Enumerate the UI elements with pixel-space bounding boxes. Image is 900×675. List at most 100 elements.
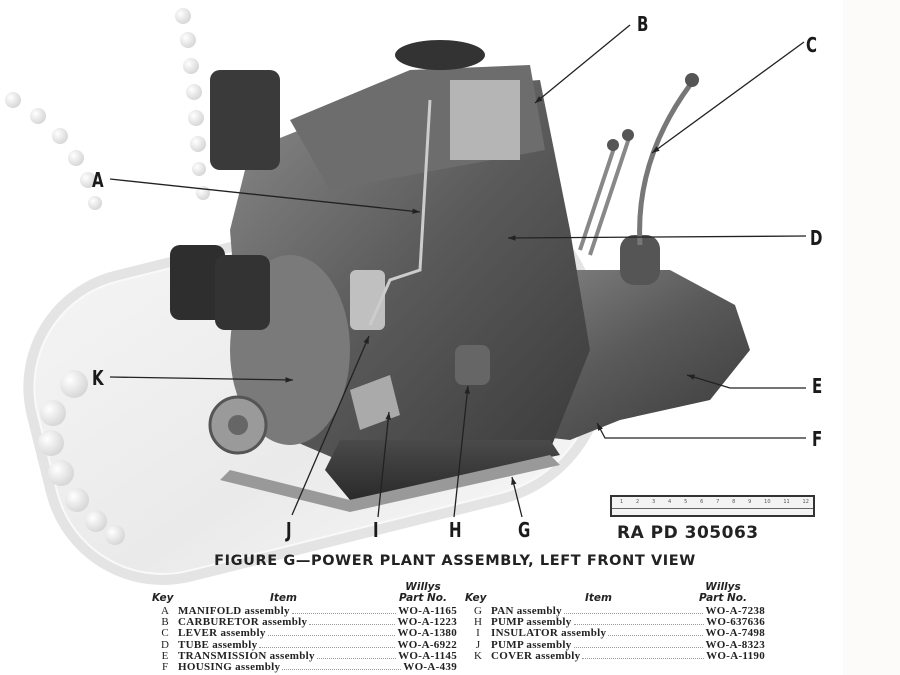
row-part-no: WO-A-1380 [397, 627, 457, 640]
table-row: K COVER assembly WO-A-1190 [465, 649, 765, 662]
header-item: Item [270, 592, 297, 604]
chain-bead [85, 510, 107, 532]
row-key: J [475, 638, 481, 651]
row-key: G [474, 605, 482, 617]
header-part-no: Willys Part No. [699, 582, 747, 604]
ruler-tick: 2 [636, 499, 640, 505]
header-part-line2: Part No. [699, 592, 747, 604]
engine-illustration [150, 20, 750, 520]
callout-g: G [518, 518, 531, 542]
leader-dots [291, 606, 397, 614]
row-key: B [161, 616, 169, 629]
ruler-tick: 7 [716, 499, 720, 505]
callout-c: C [806, 33, 818, 57]
callout-a: A [92, 168, 104, 192]
table-row: J PUMP assembly WO-A-8323 [465, 638, 765, 651]
chain-bead [52, 128, 68, 144]
parts-table-left: Key Item Willys Part No. A MANIFOLD assem… [152, 578, 457, 673]
chain-bead [190, 136, 206, 152]
ruler-tick: 1 [620, 499, 624, 505]
row-part-no: WO-A-1145 [398, 649, 457, 662]
chain-bead [180, 32, 196, 48]
leader-dots [316, 651, 397, 659]
callout-h: H [449, 518, 462, 542]
chain-bead [30, 108, 46, 124]
chain-bead [68, 150, 84, 166]
row-part-no: WO-A-7238 [705, 605, 765, 617]
parts-table-header: Key Item Willys Part No. [152, 578, 457, 606]
power-plant-drawing [170, 40, 750, 512]
row-part-no: WO-A-1165 [398, 605, 457, 617]
ruler-tick: 3 [652, 499, 656, 505]
table-row: E TRANSMISSION assembly WO-A-1145 [152, 649, 457, 662]
chain-bead [188, 110, 204, 126]
ruler-tick: 10 [764, 499, 771, 505]
chain-bead [105, 525, 125, 545]
row-item: CARBURETOR assembly [178, 616, 308, 629]
leader-dots [573, 640, 704, 648]
row-item: PAN assembly [491, 605, 562, 617]
row-key: E [161, 649, 169, 662]
row-item: HOUSING assembly [178, 660, 281, 673]
row-key: A [161, 605, 169, 617]
ruler-tick: 6 [700, 499, 704, 505]
row-item: COVER assembly [491, 649, 581, 662]
leader-dots [282, 662, 402, 670]
ruler-tick: 12 [802, 499, 809, 505]
row-key: C [161, 627, 169, 640]
header-item: Item [585, 592, 612, 604]
row-key: H [474, 616, 482, 629]
row-item: PUMP assembly [491, 616, 572, 629]
chain-bead [60, 370, 88, 398]
ruler-tick: 4 [668, 499, 672, 505]
header-part-line1: Willys [705, 581, 741, 593]
chain-bead [65, 488, 89, 512]
row-item: PUMP assembly [491, 638, 572, 651]
header-key: Key [152, 592, 174, 604]
header-key: Key [465, 592, 487, 604]
callout-b: B [637, 12, 649, 36]
leader-dots [573, 617, 705, 626]
table-row: G PAN assembly WO-A-7238 [465, 605, 765, 617]
ruler-tick: 8 [732, 499, 736, 505]
leader-dots [582, 651, 705, 659]
callout-d: D [810, 226, 823, 250]
leader-dots [608, 628, 704, 637]
row-part-no: WO-A-1190 [706, 649, 765, 662]
chain-bead [186, 84, 202, 100]
row-item: MANIFOLD assembly [178, 605, 290, 617]
row-item: TRANSMISSION assembly [178, 649, 315, 662]
row-item: TUBE assembly [178, 638, 258, 651]
ruler-tick: 5 [684, 499, 688, 505]
row-part-no: WO-A-439 [403, 660, 457, 673]
callout-j: J [286, 518, 292, 542]
leader-dots [259, 640, 396, 648]
chain-bead [175, 8, 191, 24]
leader-dots [267, 628, 396, 637]
row-key: K [474, 649, 482, 662]
chain-bead [192, 162, 206, 176]
leader-dots [309, 617, 396, 626]
callout-i: I [373, 518, 379, 542]
row-key: D [161, 638, 169, 651]
chain-bead [40, 400, 66, 426]
ruler-tick: 9 [748, 499, 752, 505]
leader-dots [563, 606, 704, 614]
chain-bead [183, 58, 199, 74]
header-part-line2: Part No. [399, 592, 447, 604]
row-item: INSULATOR assembly [491, 627, 607, 640]
row-key: I [476, 627, 480, 640]
row-part-no: WO-A-7498 [705, 627, 765, 640]
parts-table-header: Key Item Willys Part No. [465, 578, 765, 606]
chain-bead [5, 92, 21, 108]
plate-id: RA PD 305063 [617, 523, 759, 543]
row-part-no: WO-A-8323 [705, 638, 765, 651]
